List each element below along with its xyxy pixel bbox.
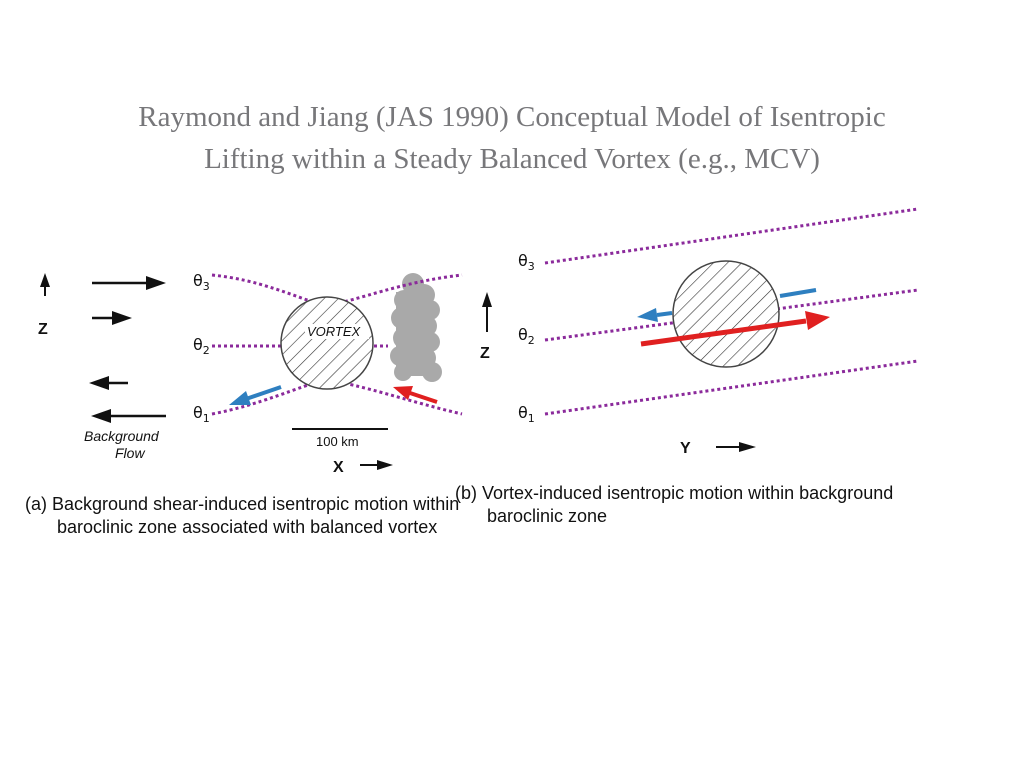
arrow-left-icon [91, 409, 166, 423]
x-axis-arrow-icon [360, 460, 393, 470]
z-axis-label: Z [38, 321, 48, 338]
theta-1-symbol-b: θ1 [518, 403, 535, 425]
theta-2-label-b: θ2 [518, 325, 535, 347]
theta-3-symbol: θ3 [193, 271, 210, 293]
z-axis-arrow-icon [40, 273, 50, 296]
hatched-vortex-circle-icon-b [672, 260, 780, 368]
blue-outflow-arrow-icon [637, 308, 673, 322]
isentrope-theta-1-b [544, 359, 919, 416]
caption-a-line-2: baroclinic zone associated with balanced… [57, 517, 438, 537]
isentrope-theta-1 [211, 378, 463, 416]
title-line-1: Raymond and Jiang (JAS 1990) Conceptual … [138, 101, 886, 133]
caption-panel-b: (b) Vortex-induced isentropic motion wit… [455, 482, 893, 528]
x-axis-label: X [333, 459, 344, 476]
theta-2-label: θ2 [193, 335, 210, 357]
isentrope-theta-3-b [544, 207, 919, 265]
z-axis-arrow-icon-b [482, 292, 492, 332]
theta-1-label-b: θ1 [518, 403, 535, 425]
arrow-left-icon [89, 376, 128, 390]
convective-cloud-icon [390, 273, 442, 382]
red-ascent-arrow-icon-b [640, 311, 830, 347]
background-flow-label-1: Background [84, 428, 160, 444]
panel-a: Z Background Flow θ3 θ2 θ1 [38, 271, 463, 476]
z-axis-label-b: Z [480, 345, 490, 362]
caption-panel-a: (a) Background shear-induced isentropic … [25, 493, 459, 539]
scale-label: 100 km [316, 434, 359, 449]
theta-2-symbol: θ2 [193, 335, 210, 357]
panel-b: θ3 θ2 θ1 Z [480, 207, 919, 457]
caption-b-line-1: (b) Vortex-induced isentropic motion wit… [455, 483, 894, 503]
title-line-2: Lifting within a Steady Balanced Vortex … [204, 143, 820, 175]
theta-1-label: θ1 [193, 403, 210, 425]
blue-descent-arrow-icon [229, 385, 282, 405]
slide-title: Raymond and Jiang (JAS 1990) Conceptual … [0, 96, 1024, 180]
y-axis-arrow-icon [716, 442, 756, 452]
arrow-right-icon [92, 311, 132, 325]
arrow-right-icon [92, 276, 166, 290]
vortex-label: VORTEX [307, 324, 362, 339]
theta-3-label: θ3 [193, 271, 210, 293]
red-ascent-arrow-icon [393, 386, 438, 404]
y-axis-label: Y [680, 440, 691, 457]
background-flow-arrows [89, 276, 166, 423]
hatched-vortex-circle-icon [280, 296, 374, 390]
caption-a-line-1: (a) Background shear-induced isentropic … [25, 494, 460, 514]
background-flow-label-2: Flow [115, 445, 145, 461]
theta-2-symbol-b: θ2 [518, 325, 535, 347]
theta-1-symbol: θ1 [193, 403, 210, 425]
blue-inflow-arrow-icon [779, 288, 817, 298]
theta-3-label-b: θ3 [518, 251, 535, 273]
caption-b-line-2: baroclinic zone [487, 506, 608, 526]
theta-3-symbol-b: θ3 [518, 251, 535, 273]
